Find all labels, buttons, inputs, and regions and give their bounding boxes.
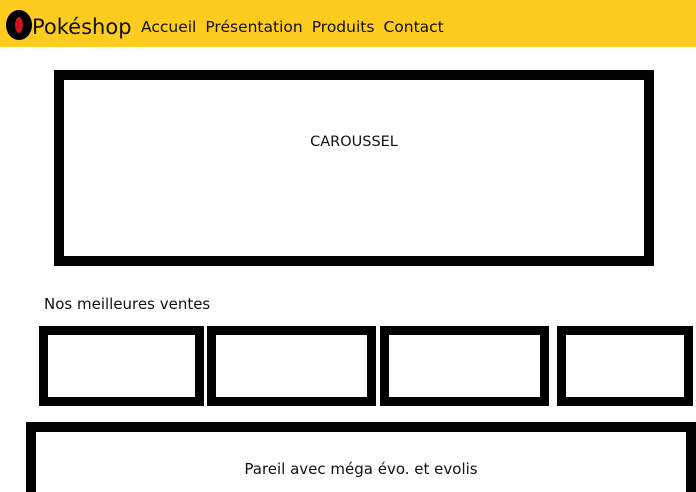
carousel-label: CAROUSSEL [310,134,398,150]
product-card[interactable] [207,326,376,406]
nav-link-produits[interactable]: Produits [311,18,375,36]
pokeball-center [15,17,23,33]
mega-evolution-section: Pareil avec méga évo. et evolis [26,422,696,492]
best-sellers-title: Nos meilleures ventes [44,295,211,313]
mega-evolution-label: Pareil avec méga évo. et evolis [244,460,478,478]
navbar: Pokéshop Accueil Présentation Produits C… [0,0,696,47]
nav-menu: Accueil Présentation Produits Contact [141,17,444,37]
brand-name[interactable]: Pokéshop [32,15,132,39]
product-card[interactable] [380,326,549,406]
pokeball-icon[interactable] [6,10,32,40]
carousel[interactable]: CAROUSSEL [54,70,654,266]
nav-link-contact[interactable]: Contact [383,18,444,36]
nav-link-accueil[interactable]: Accueil [141,18,197,36]
nav-link-presentation[interactable]: Présentation [205,18,303,36]
product-card[interactable] [39,326,204,406]
product-card[interactable] [557,326,693,406]
